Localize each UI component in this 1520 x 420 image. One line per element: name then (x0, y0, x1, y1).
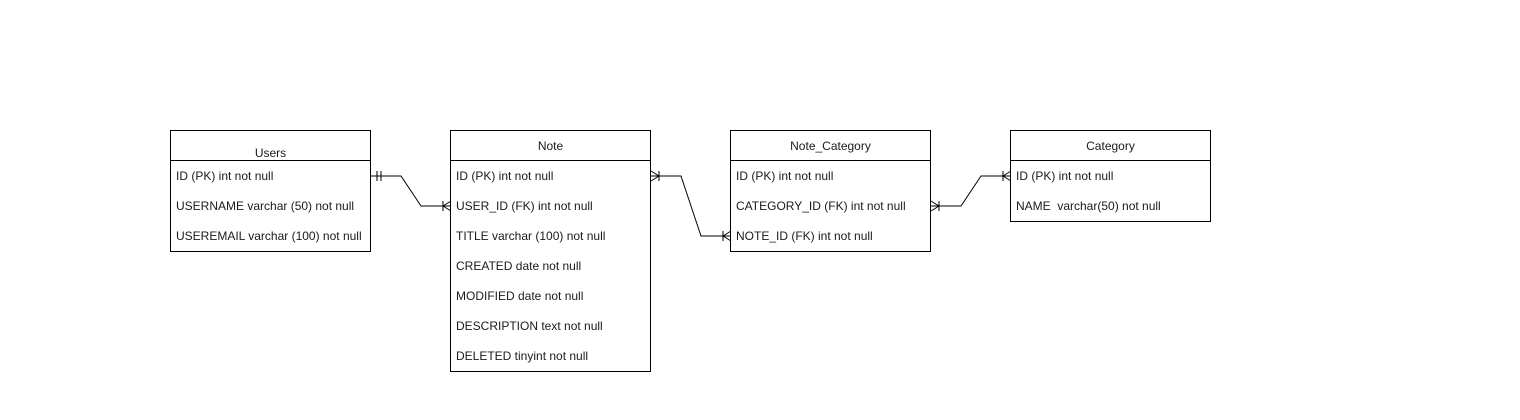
cardinality-crowfoot-bottom (930, 205, 940, 212)
entity-title: Category (1011, 131, 1210, 161)
entity-attribute[interactable]: MODIFIED date not null (456, 289, 584, 303)
entity-note-category[interactable]: Note_Category ID (PK) int not null CATEG… (730, 130, 931, 252)
entity-attribute[interactable]: TITLE varchar (100) not null (456, 229, 606, 243)
entity-attribute[interactable]: USEREMAIL varchar (100) not null (176, 229, 362, 243)
cardinality-crowfoot-bottom (650, 175, 660, 182)
entity-attribute[interactable]: ID (PK) int not null (176, 169, 274, 183)
entity-attribute[interactable]: USER_ID (FK) int not null (456, 199, 593, 213)
entity-attribute[interactable]: DELETED tinyint not null (456, 349, 589, 363)
entity-note[interactable]: Note ID (PK) int not null USER_ID (FK) i… (450, 130, 651, 372)
entity-title: Users (171, 131, 370, 161)
entity-attribute[interactable]: CATEGORY_ID (FK) int not null (736, 199, 906, 213)
relationship-line-users-note (371, 175, 451, 207)
relationship-notecategory-category[interactable] (930, 170, 1012, 212)
relationship-note-notecategory[interactable] (650, 170, 732, 242)
relationship-users-note[interactable] (371, 171, 452, 212)
entity-category[interactable]: Category ID (PK) int not null NAME varch… (1010, 130, 1211, 222)
relationship-line-notecategory-category (931, 175, 1011, 207)
entity-attribute[interactable]: NAME varchar(50) not null (1016, 199, 1161, 213)
entity-attribute[interactable]: ID (PK) int not null (456, 169, 554, 183)
cardinality-crowfoot-top (930, 200, 940, 207)
entity-attribute[interactable]: NOTE_ID (FK) int not null (736, 229, 873, 243)
entity-attribute[interactable]: ID (PK) int not null (736, 169, 834, 183)
entity-attribute[interactable]: CREATED date not null (456, 259, 582, 273)
entity-title: Note (451, 131, 650, 161)
entity-attribute[interactable]: USERNAME varchar (50) not null (176, 199, 355, 213)
entity-users[interactable]: Users ID (PK) int not null USERNAME varc… (170, 130, 371, 252)
entity-attribute[interactable]: ID (PK) int not null (1016, 169, 1114, 183)
entity-title: Note_Category (731, 131, 930, 161)
entity-attribute[interactable]: DESCRIPTION text not null (456, 319, 603, 333)
cardinality-crowfoot-top (650, 170, 660, 177)
relationship-line-note-notecategory (651, 175, 731, 237)
